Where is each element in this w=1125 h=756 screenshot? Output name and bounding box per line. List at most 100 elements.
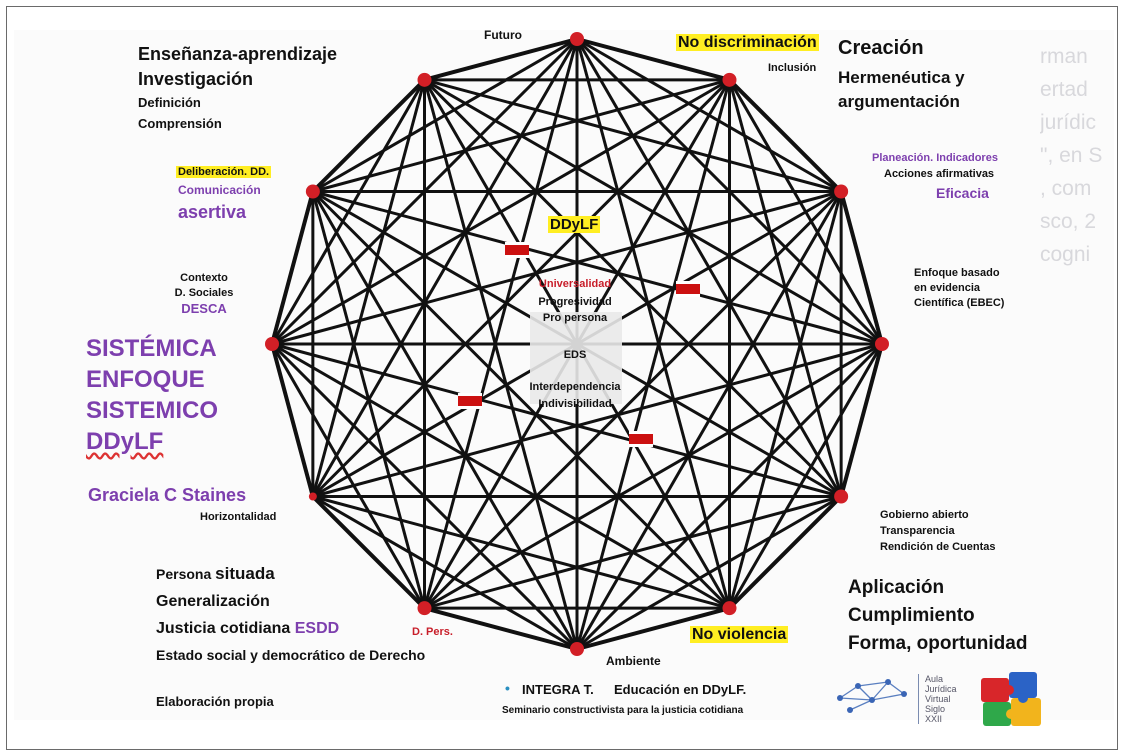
estado-social-line: Estado social y democrático de Derecho <box>156 647 426 663</box>
eds-label: EDS <box>563 349 587 361</box>
indivisibilidad-label: Indivisibilidad <box>538 398 612 410</box>
network-edge <box>311 79 426 497</box>
red-tag-marker <box>629 431 653 447</box>
ddylf-line: DDyLF <box>86 428 164 455</box>
aula-line: Siglo <box>925 704 946 714</box>
author-label: Graciela C Staines <box>88 485 247 505</box>
network-edge <box>575 38 731 609</box>
contexto-label: Contexto D. Sociales DESCA <box>164 271 244 316</box>
network-edge <box>423 606 578 651</box>
no-violencia-highlight: No violencia <box>690 626 789 643</box>
ghost-line: ertad <box>1040 78 1088 101</box>
vitruvian-man-image <box>530 312 622 404</box>
ebec-line: Enfoque basado <box>914 267 1000 279</box>
network-edge <box>728 495 843 610</box>
ghost-line: sco, 2 <box>1040 210 1097 233</box>
node-label-futuro: Futuro <box>484 28 522 42</box>
network-edge <box>423 38 579 609</box>
network-node <box>417 601 432 616</box>
desca-line: DESCA <box>181 301 227 316</box>
network-node <box>308 492 317 501</box>
argumentacion-line: argumentación <box>838 92 960 111</box>
network-logo-icon <box>837 679 907 713</box>
network-node <box>875 337 889 351</box>
aula-line: Virtual <box>925 694 951 704</box>
network-edge <box>423 78 883 346</box>
enfoque-line: ENFOQUE <box>86 366 205 393</box>
network-node <box>570 32 584 46</box>
sistemico-line: SISTEMICO <box>86 397 219 424</box>
node-label-inclusion: Inclusión <box>768 62 817 74</box>
deliberacion-highlight: Deliberación. DD. <box>176 166 272 178</box>
sistemica-line: SISTÉMICA <box>86 335 217 362</box>
network-node <box>722 72 737 87</box>
justicia-line: Justicia cotidiana ESDD <box>156 615 425 642</box>
network-edge <box>311 78 731 498</box>
network-node <box>570 642 584 656</box>
node-label-ambiente: Ambiente <box>606 654 661 668</box>
no-violencia-label: No violencia <box>690 626 789 644</box>
esdd-text: ESDD <box>294 620 340 637</box>
investigacion-line: Investigación <box>138 69 254 89</box>
aula-line: XXII <box>925 714 943 724</box>
network-edge <box>311 78 426 193</box>
ensenanza-line: Enseñanza-aprendizaje <box>138 44 338 64</box>
center-ddylf-label: DDyLF <box>548 216 601 233</box>
network-edge <box>424 78 842 193</box>
generalizacion-line: Generalización <box>156 593 270 610</box>
network-edge <box>270 79 426 345</box>
seminario-label: Seminario constructivista para la justic… <box>502 705 744 716</box>
no-discriminacion-highlight: No discriminación <box>676 34 819 51</box>
situada-word: situada <box>215 564 275 583</box>
top-left-block: Enseñanza-aprendizaje Investigación Defi… <box>138 42 337 134</box>
planeacion-label: Planeación. Indicadores <box>872 152 998 164</box>
elaboracion-label: Elaboración propia <box>156 694 274 709</box>
red-tag-marker <box>458 393 482 409</box>
ghost-line: , com <box>1040 177 1092 200</box>
footer-bullet: • <box>505 680 510 696</box>
eficacia-label: Eficacia <box>936 185 989 201</box>
node-label-d-pers: D. Pers. <box>412 626 453 638</box>
puzzle-pieces-icon <box>981 672 1041 726</box>
aula-line: Jurídica <box>925 684 957 694</box>
contexto-line: D. Sociales <box>174 287 234 299</box>
network-edge <box>311 190 731 610</box>
network-edge <box>839 343 884 498</box>
network-edge <box>728 78 843 193</box>
hermeneutica-block: Hermenéutica y argumentación <box>838 66 965 114</box>
universalidad-label: Universalidad <box>538 278 612 290</box>
ghost-line: cogni <box>1040 243 1091 266</box>
gobierno-abierto-label: Gobierno abierto Transparencia Rendición… <box>880 507 996 555</box>
gobierno-line: Gobierno abierto <box>880 509 969 521</box>
network-node <box>834 489 849 504</box>
network-node <box>305 184 320 199</box>
network-node <box>265 337 279 351</box>
interdependencia-label: Interdependencia <box>529 381 621 393</box>
persona-word: Persona <box>156 566 216 582</box>
red-tag-marker <box>676 281 700 297</box>
systemic-block: SISTÉMICA ENFOQUE SISTEMICO DDyLF <box>86 333 218 457</box>
aplicacion-line: Aplicación <box>848 577 945 598</box>
gobierno-line: Transparencia <box>880 525 955 537</box>
definicion-line: Definición <box>138 95 201 110</box>
network-edge <box>271 342 731 610</box>
integra-label: INTEGRA T. <box>522 682 594 697</box>
center-ddylf-highlight: DDyLF <box>548 216 601 233</box>
comunicacion-label: Comunicación <box>178 183 261 197</box>
network-edge <box>270 190 315 345</box>
educacion-label: Educación en DDyLF. <box>614 682 747 697</box>
network-node <box>722 601 737 616</box>
ebec-label: Enfoque basado en evidencia Científica (… <box>914 266 1004 311</box>
network-edge <box>423 79 579 650</box>
network-edge <box>311 495 426 610</box>
network-edge <box>423 190 843 610</box>
progresividad-label: Progresividad <box>538 296 612 308</box>
ebec-line: Científica (EBEC) <box>914 297 1005 309</box>
network-edge <box>312 342 883 498</box>
network-edge <box>271 190 842 346</box>
aplicacion-block: Aplicación Cumplimiento Forma, oportunid… <box>848 574 1027 658</box>
network-node <box>417 72 432 87</box>
bottom-left-block: Persona situada Generalización Justicia … <box>156 560 425 669</box>
asertiva-label: asertiva <box>178 202 247 222</box>
acciones-label: Acciones afirmativas <box>884 168 995 180</box>
